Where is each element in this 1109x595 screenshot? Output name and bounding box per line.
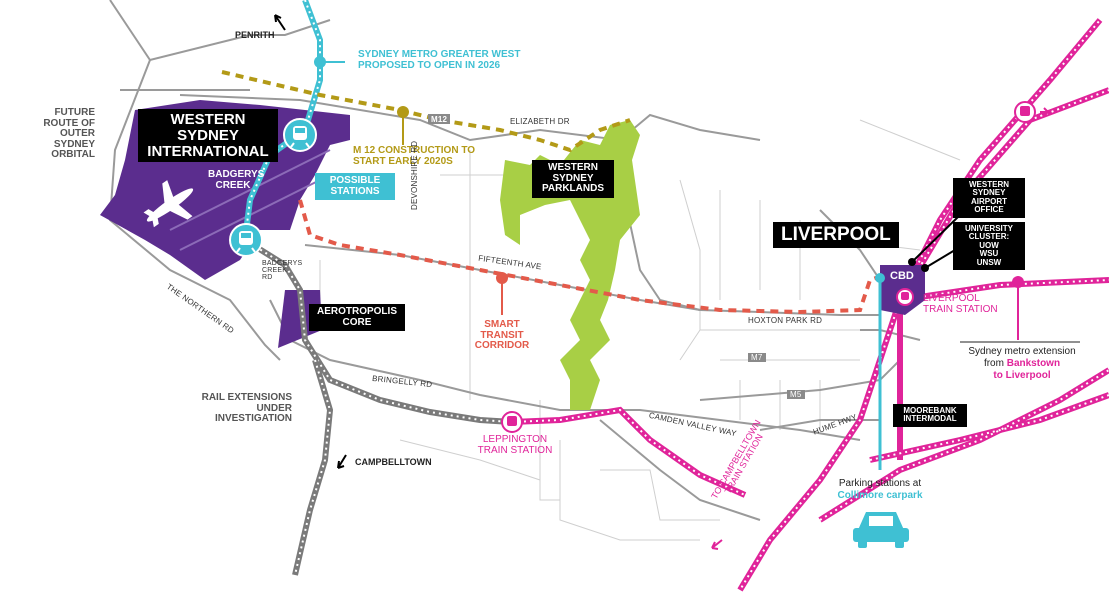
badgerys-creek-label: BADGERYS CREEK <box>208 169 265 191</box>
aerotropolis-core-label: AEROTROPOLIS CORE <box>309 304 405 331</box>
wsu-label: WSU <box>979 249 999 259</box>
elizabeth-dr-label: ELIZABETH DR <box>510 117 570 126</box>
future-orbital-label: FUTURE ROUTE OF OUTER SYDNEY ORBITAL <box>43 107 95 160</box>
m12-route <box>221 70 631 153</box>
collimore-label: Collimore carpark <box>837 490 923 501</box>
campbelltown-train-icon <box>711 539 723 550</box>
transit-marker <box>496 272 508 284</box>
south-arrow-icon <box>337 454 347 469</box>
liverpool-label: LIVERPOOL <box>773 222 899 248</box>
university-cluster-box: UNIVERSITY CLUSTER: UOW WSU UNSW <box>953 222 1025 270</box>
north-arrow-icon <box>274 14 286 31</box>
train-icon <box>896 288 914 306</box>
bankstown-label: Bankstown <box>1006 358 1061 369</box>
parking-label: Parking stations at Collimore carpark <box>820 478 940 502</box>
hoxton-park-rd-label: HOXTON PARK RD <box>748 316 823 325</box>
devonshire-rd-label: DEVONSHIRE RD <box>410 140 419 210</box>
smart-transit-route <box>298 199 886 315</box>
smart-transit-label: SMART TRANSIT CORRIDOR <box>474 319 530 351</box>
train-icon <box>501 411 523 433</box>
train-icon <box>1014 101 1050 123</box>
m12-construction-label: M 12 CONSTRUCTION TO START EARLY 2020s <box>353 145 476 167</box>
campbelltown-label: CAMPBELLTOWN <box>355 457 432 467</box>
metro-extension-label: Sydney metro extension from Bankstown to… <box>952 346 1092 382</box>
car-icon <box>853 512 909 548</box>
badgerys-creek-rd-label: BADGERYS CREEK RD <box>262 260 303 281</box>
metro-west-label: SYDNEY METRO GREATER WEST PROPOSED TO OP… <box>358 49 521 71</box>
metro-extension-from: from <box>983 358 1004 369</box>
rail-grey-south <box>292 359 334 576</box>
metro-extension-line1: Sydney metro extension <box>968 346 1076 357</box>
penrith-label: PENRITH <box>235 30 275 40</box>
liverpool-station-label: LIVERPOOL TRAIN STATION <box>923 293 998 315</box>
train-icon <box>283 118 317 152</box>
metro-marker <box>314 56 326 68</box>
cbd-label: CBD <box>890 270 914 282</box>
m12-road-label: M12 <box>431 115 448 124</box>
possible-stations-label: POSSIBLE STATIONS <box>315 173 395 200</box>
wsi-label: WESTERN SYDNEY INTERNATIONAL <box>138 109 278 163</box>
m12-marker <box>397 106 409 118</box>
unsw-label: UNSW <box>976 257 1002 267</box>
rail-extensions-label: RAIL EXTENSIONS UNDER INVESTIGATION <box>201 392 292 424</box>
m7-label: M7 <box>748 353 766 362</box>
university-cluster-label: UNIVERSITY CLUSTER: <box>964 224 1013 242</box>
m5-label: M5 <box>787 390 805 399</box>
airplane-icon <box>143 180 194 228</box>
ws-parklands-label: WESTERN SYDNEY PARKLANDS <box>532 160 614 198</box>
m12-shield <box>428 114 450 124</box>
leppington-label: LEPPINGTON TRAIN STATION <box>477 434 553 456</box>
ws-airport-office-label: WESTERN SYDNEY AIRPORT OFFICE <box>953 178 1025 218</box>
train-icon <box>229 223 263 257</box>
to-liverpool-label: to Liverpool <box>993 370 1051 381</box>
parking-line1: Parking stations at <box>838 478 922 489</box>
moorebank-label: MOOREBANK INTERMODAL <box>893 404 967 427</box>
uow-label: UOW <box>979 240 999 250</box>
